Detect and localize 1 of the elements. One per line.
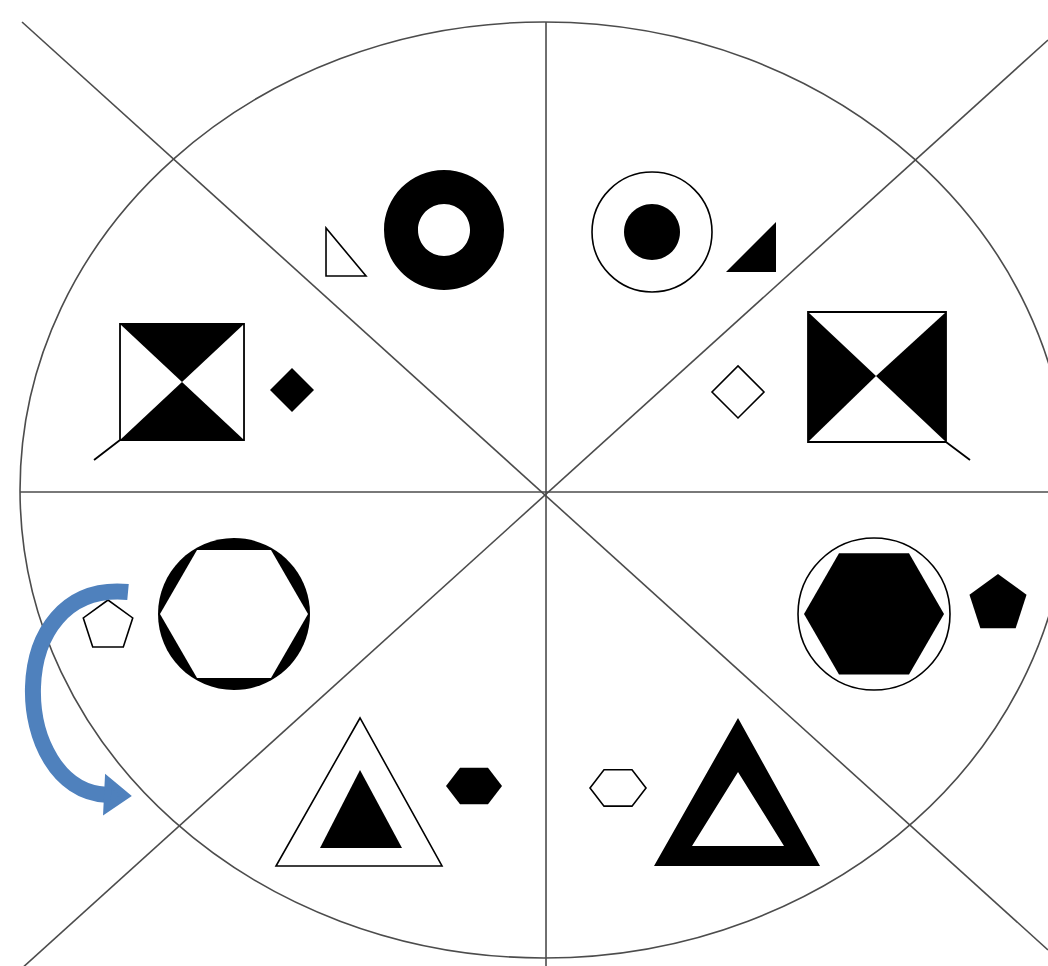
pentagon-outline: [82, 599, 134, 648]
